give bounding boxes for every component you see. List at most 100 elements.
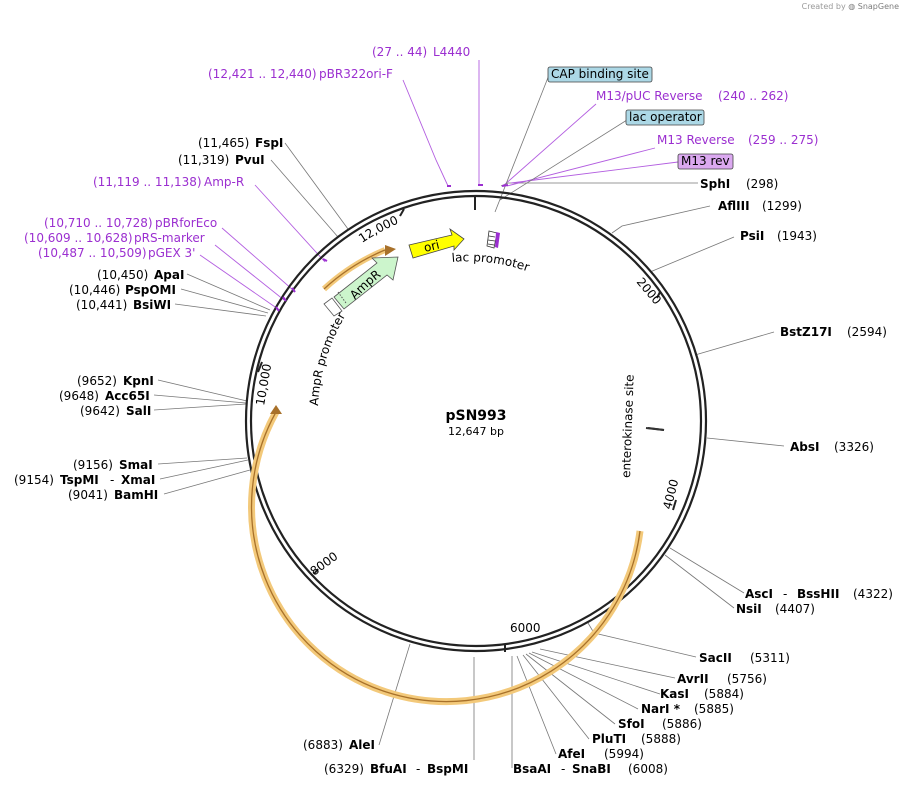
site-smai-name: SmaI	[119, 458, 153, 472]
enterokinase-label: enterokinase site	[619, 374, 637, 478]
site-nari-pos: (5885)	[694, 702, 734, 716]
site-smai-pos: (9156)	[73, 458, 113, 472]
primer-labels: (27 .. 44) L4440 (12,421 .. 12,440) pBR3…	[24, 45, 818, 260]
primer-prsmarker-pos: (10,609 .. 10,628)	[24, 231, 133, 245]
site-asci-sep: -	[783, 587, 787, 601]
site-pspomi-pos: (10,446)	[69, 283, 120, 297]
site-bsshii-name: BssHII	[797, 587, 839, 601]
site-sphi-pos: (298)	[746, 177, 778, 191]
primer-pgex3-name: pGEX 3'	[148, 246, 195, 260]
cap-binding-site-label: CAP binding site	[551, 67, 649, 81]
site-bamhi-name: BamHI	[114, 488, 158, 502]
site-labels-left: (11,465) FspI (11,319) PvuI (10,450) Apa…	[14, 136, 283, 502]
site-psii-name: PsiI	[740, 229, 764, 243]
site-fspi-name: FspI	[255, 136, 283, 150]
site-afliii-name: AflIII	[718, 199, 750, 213]
site-pvui-pos: (11,319)	[178, 153, 229, 167]
ampr-promoter-label: AmpR promoter	[307, 310, 348, 406]
site-sali-pos: (9642)	[80, 404, 120, 418]
tick-label-4000: 4000	[660, 478, 681, 511]
snapgene-logo-icon: ◍	[848, 2, 856, 11]
site-kasi-name: KasI	[660, 687, 689, 701]
site-sfoi-pos: (5886)	[662, 717, 702, 731]
site-fspi-pos: (11,465)	[198, 136, 249, 150]
tick-label-6000: 6000	[510, 621, 541, 635]
site-nari-name: NarI *	[641, 702, 681, 716]
site-bamhi-pos: (9041)	[68, 488, 108, 502]
orf-arcs	[248, 245, 644, 706]
orf-arrow-icon	[270, 405, 282, 414]
site-bfuai-pos: (6329)	[324, 762, 364, 776]
site-kpni-pos: (9652)	[77, 374, 117, 388]
site-bsaai-pos: (6008)	[628, 762, 668, 776]
lac-operator-label: lac operator	[629, 110, 702, 124]
credit: Created by ◍ SnapGene	[802, 2, 899, 11]
site-bstz17i-name: BstZ17I	[780, 325, 832, 339]
primer-l4440-name: L4440	[433, 45, 470, 59]
boxed-labels: CAP binding site lac operator M13 rev	[547, 66, 734, 170]
site-sphi-name: SphI	[700, 177, 730, 191]
site-avrii-pos: (5756)	[727, 672, 767, 686]
lac-promoter-label: lac promoter	[451, 250, 531, 274]
ori-feature: ori	[408, 227, 465, 259]
primer-m13puc-pos: (240 .. 262)	[718, 89, 788, 103]
credit-brand: SnapGene	[857, 2, 899, 11]
site-asci-pos: (4322)	[853, 587, 893, 601]
site-afei-pos: (5994)	[604, 747, 644, 761]
site-bfuai-name: BfuAI	[370, 762, 407, 776]
primer-leaders	[199, 60, 679, 310]
site-sali-name: SalI	[126, 404, 151, 418]
primer-m13rev-pos: (259 .. 275)	[748, 133, 818, 147]
site-kasi-pos: (5884)	[704, 687, 744, 701]
site-tspmi-sep: -	[110, 473, 114, 487]
site-kpni-name: KpnI	[123, 374, 154, 388]
site-acc65i-name: Acc65I	[105, 389, 150, 403]
lac-feature: lac promoter	[451, 230, 531, 274]
ori-label: ori	[422, 238, 441, 255]
site-tspmi-name: TspMI	[60, 473, 99, 487]
site-bsiwi-pos: (10,441)	[76, 298, 127, 312]
site-psii-pos: (1943)	[777, 229, 817, 243]
site-sfoi-name: SfoI	[618, 717, 645, 731]
tick-label-8000: 8000	[308, 549, 341, 578]
site-acc65i-pos: (9648)	[59, 389, 99, 403]
tick-labels: 2000 4000 6000 8000 10,000 12,000	[253, 213, 681, 635]
plasmid-length: 12,647 bp	[448, 425, 504, 438]
site-bsaai-name: BsaAI	[513, 762, 551, 776]
site-alei-name: AleI	[349, 738, 375, 752]
site-avrii-name: AvrII	[677, 672, 709, 686]
site-asci-name: AscI	[745, 587, 773, 601]
site-alei-pos: (6883)	[303, 738, 343, 752]
primer-ampr-pos: (11,119 .. 11,138)	[93, 175, 202, 189]
m13-rev-label: M13 rev	[681, 154, 730, 168]
primer-pbr322ori-name: pBR322ori-F	[319, 67, 393, 81]
primer-pgex3-pos: (10,487 .. 10,509)	[38, 246, 147, 260]
primer-marks	[275, 184, 509, 312]
primer-pbrforeco-pos: (10,710 .. 10,728)	[44, 216, 153, 230]
site-absi-pos: (3326)	[834, 440, 874, 454]
site-afliii-pos: (1299)	[762, 199, 802, 213]
site-labels-right: SphI (298) AflIII (1299) PsiI (1943) Bst…	[303, 177, 893, 776]
site-bspmi-name: BspMI	[427, 762, 468, 776]
site-pluti-pos: (5888)	[641, 732, 681, 746]
site-afei-name: AfeI	[558, 747, 585, 761]
site-nsii-name: NsiI	[736, 602, 762, 616]
site-bfuai-sep: -	[416, 762, 420, 776]
site-pspomi-name: PspOMI	[125, 283, 176, 297]
site-bsiwi-name: BsiWI	[133, 298, 171, 312]
primer-l4440-pos: (27 .. 44)	[372, 45, 427, 59]
primer-ampr-name: Amp-R	[204, 175, 244, 189]
primer-pbr322ori-pos: (12,421 .. 12,440)	[208, 67, 317, 81]
site-pvui-name: PvuI	[235, 153, 265, 167]
site-sacii-name: SacII	[699, 651, 732, 665]
plasmid-name: pSN993	[445, 408, 506, 424]
site-bstz17i-pos: (2594)	[847, 325, 887, 339]
site-leaders	[153, 142, 785, 768]
primer-pbrforeco-name: pBRforEco	[155, 216, 217, 230]
ampr-feature: AmpR AmpR promoter	[307, 256, 399, 406]
site-pluti-name: PluTI	[592, 732, 626, 746]
site-snabi-name: SnaBI	[572, 762, 611, 776]
site-tspmi-pos: (9154)	[14, 473, 54, 487]
site-sacii-pos: (5311)	[750, 651, 790, 665]
